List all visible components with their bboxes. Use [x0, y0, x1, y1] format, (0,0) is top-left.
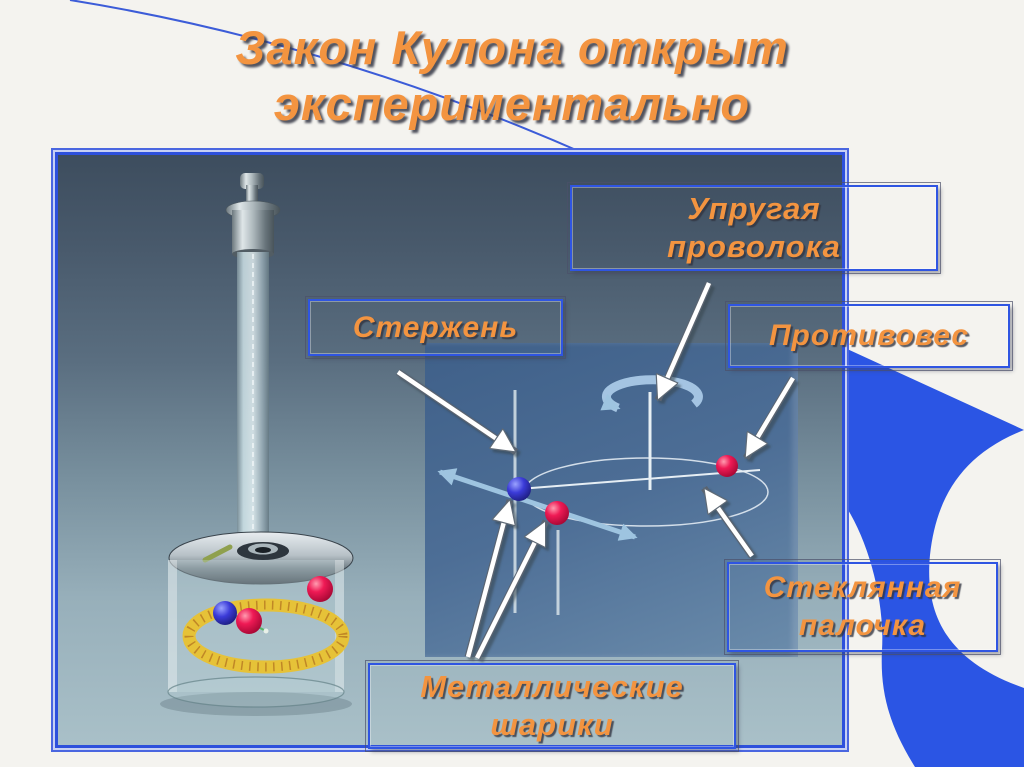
- title-line-2: экспериментально: [273, 77, 751, 130]
- red-ball-schematic: [545, 501, 569, 525]
- tape-tick-marks: [184, 600, 348, 672]
- apparatus-photo: [58, 155, 842, 745]
- arrow-to-metal-balls-2: [473, 519, 550, 660]
- red-ball-photo-left: [236, 608, 262, 634]
- label-metal-balls-line1: Металлические: [420, 669, 684, 704]
- knob-neck: [246, 185, 258, 203]
- label-arrows: [396, 281, 797, 660]
- arrow-to-rod: [396, 369, 518, 455]
- label-elastic-wire-line2: проволока: [667, 229, 841, 264]
- knob-cylinder: [232, 210, 274, 254]
- force-direction-arrow: [437, 468, 638, 541]
- blue-ball-schematic: [507, 477, 531, 501]
- arrow-to-counterweight: [742, 376, 797, 460]
- lid-hub-hole: [255, 547, 271, 553]
- label-elastic-wire: Упругая проволока: [567, 182, 941, 274]
- label-elastic-wire-line1: Упругая: [687, 191, 821, 226]
- rotation-arrow-icon: [600, 375, 703, 413]
- blue-ball-photo: [213, 601, 237, 625]
- cylinder-highlight-left: [168, 560, 177, 692]
- apparatus-photo-frame: [55, 152, 845, 748]
- cylinder-bottom-rim: [167, 676, 345, 708]
- arrow-to-elastic-wire: [654, 281, 713, 400]
- background-swoosh: [845, 348, 1024, 767]
- torsion-balance: [160, 173, 354, 716]
- cylinder-shadow: [160, 692, 352, 716]
- label-rod-text: Стержень: [352, 310, 519, 344]
- label-metal-balls: Металлические шарики: [365, 660, 739, 752]
- label-rod: Стержень: [305, 296, 566, 359]
- label-metal-balls-line2: шарики: [490, 707, 614, 742]
- apparatus-drawing: [160, 173, 797, 716]
- needle-pivot: [263, 628, 269, 634]
- slide-title: Закон Кулона открыт экспериментально: [0, 20, 1024, 132]
- arrow-to-metal-balls-1: [464, 500, 510, 658]
- label-glass-rod-line1: Стеклянная: [763, 571, 962, 604]
- label-counterweight: Противовес: [725, 301, 1013, 371]
- label-glass-rod-line2: палочка: [798, 609, 927, 642]
- lid-lever: [202, 544, 233, 563]
- label-glass-rod: Стеклянная палочка: [724, 559, 1001, 655]
- red-ball-photo-right: [307, 576, 333, 602]
- arrow-to-glass-rod: [701, 485, 755, 559]
- label-counterweight-text: Противовес: [768, 319, 970, 352]
- decorative-curve-line: [69, 0, 584, 154]
- title-line-1: Закон Кулона открыт: [235, 21, 789, 74]
- counterweight-ball: [716, 455, 738, 477]
